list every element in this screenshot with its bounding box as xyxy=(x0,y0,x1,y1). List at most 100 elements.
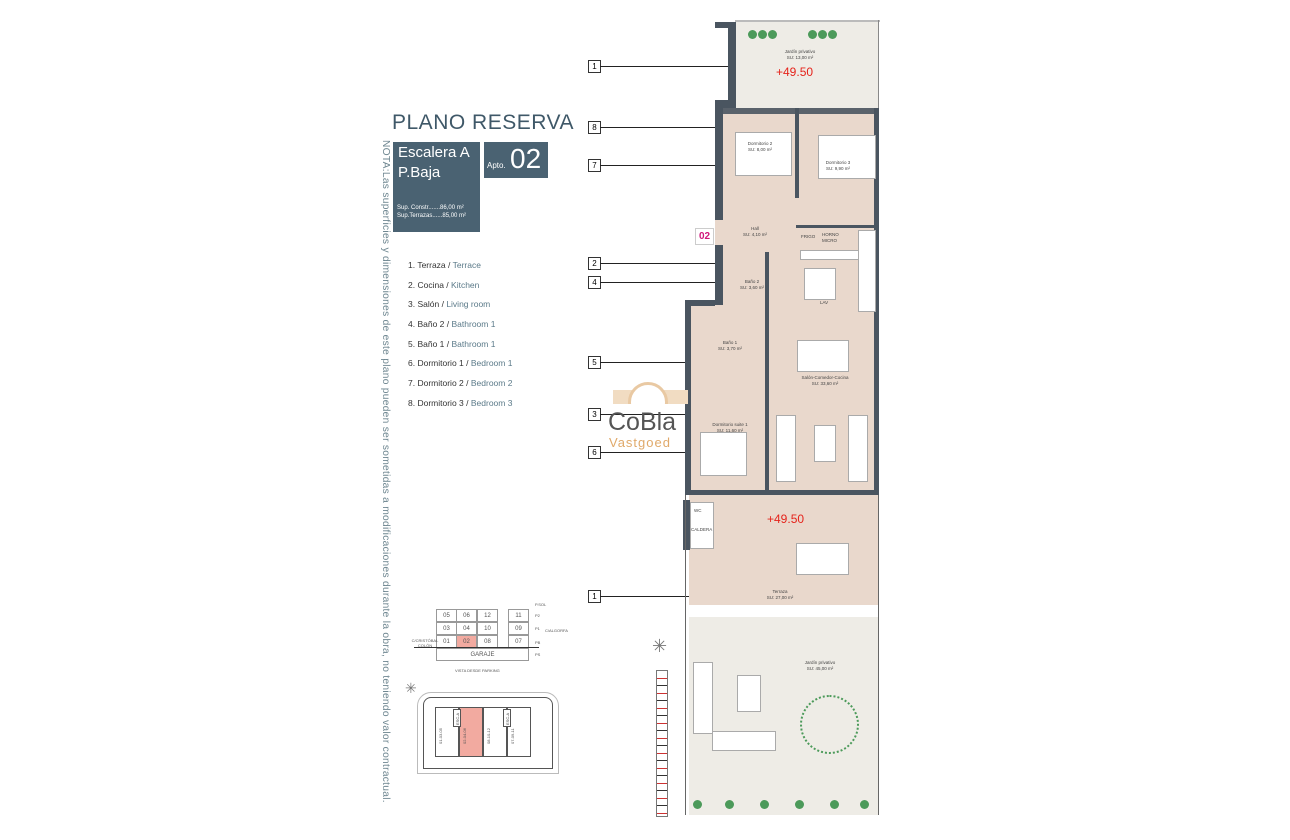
shrub-icon xyxy=(795,800,804,809)
compass-icon: ✳ xyxy=(652,636,668,656)
callout-5: 5 xyxy=(588,356,601,369)
legend-num: 6. xyxy=(408,358,416,369)
stair-box: ESC-A xyxy=(453,709,461,727)
legend-es: Dormitorio 2 xyxy=(417,378,464,389)
callout-line xyxy=(600,596,760,597)
level-label: P2 xyxy=(535,613,540,618)
legend-item: 7. Dormitorio 2 / Bedroom 2 xyxy=(408,378,513,389)
unit-cell: 12 xyxy=(477,609,498,622)
unit-cell: 04 xyxy=(456,622,477,635)
bano1-name: Baño 1 xyxy=(722,340,738,345)
dorm2-name: Dormitorio 2 xyxy=(747,141,773,146)
bano2-name: Baño 2 xyxy=(744,279,760,284)
dorm3-area: SU: 9,90 m² xyxy=(825,166,850,171)
wc-label: WC xyxy=(694,508,702,513)
site-block-label: 07-09-11 xyxy=(510,728,515,744)
dorm3-name: Dormitorio 3 xyxy=(825,160,851,165)
shrub-icon xyxy=(818,30,827,39)
garage-cell: GARAJE xyxy=(436,648,529,661)
shrub-icon xyxy=(760,800,769,809)
site-block: 07-09-11 xyxy=(507,707,531,757)
legend-item: 3. Salón / Living room xyxy=(408,299,491,310)
salon-area: SU: 33,60 m² xyxy=(811,381,839,386)
boiler-label: CALDERA xyxy=(691,527,713,532)
disclaimer-note: NOTA:Las superficies y dimensiones de es… xyxy=(380,140,391,803)
oven-label: HORNO MICRO xyxy=(822,232,839,243)
legend-item: 2. Cocina / Kitchen xyxy=(408,279,480,290)
stair-box: ESC-A xyxy=(503,709,511,727)
site-block-label: 08-10-12 xyxy=(486,727,491,744)
apartment-box: Apto. 02 xyxy=(484,142,548,178)
compass-icon: ✳ xyxy=(405,680,417,696)
callout-2: 2 xyxy=(588,257,601,270)
building-caption: VISTA DESDE PARKING xyxy=(455,668,500,673)
jardin-top-area: SU: 13,00 m² xyxy=(786,55,814,60)
level-top: +49.50 xyxy=(776,65,814,79)
legend-item: 1. Terraza / Terrace xyxy=(408,260,481,270)
salon-name: Salón-Comedor-Cocina xyxy=(801,375,849,380)
legend-es: Dormitorio 3 xyxy=(417,397,464,408)
hall-name: Hall xyxy=(751,226,759,231)
legend-en: Kitchen xyxy=(451,279,480,290)
legend-en: Terrace xyxy=(452,260,481,270)
bano1-area: SU: 3,70 m² xyxy=(717,346,742,351)
site-block: 02-04-06 xyxy=(459,707,483,757)
shrub-icon xyxy=(828,30,837,39)
callout-line xyxy=(600,127,800,128)
legend-en: Living room xyxy=(446,299,491,310)
legend-es: Baño 1 xyxy=(417,338,445,349)
building-street-right: C/ALGORFA xyxy=(545,628,568,633)
legend-es: Salón xyxy=(417,299,440,310)
apto-label: Apto. xyxy=(487,161,506,170)
unit-cell: 09 xyxy=(508,622,529,635)
unit-cell: 10 xyxy=(477,622,498,635)
page-title: PLANO RESERVA xyxy=(392,111,574,134)
info-box: Escalera A P.Baja Sup. Constr.......86,0… xyxy=(393,142,480,232)
level-label: PB xyxy=(535,640,541,645)
legend-item: 8. Dormitorio 3 / Bedroom 3 xyxy=(408,397,513,408)
entry-label: 02 xyxy=(695,228,714,245)
legend-es: Dormitorio 1 xyxy=(417,358,464,369)
terraza-area: SU: 27,00 m² xyxy=(766,595,794,600)
shrub-icon xyxy=(808,30,817,39)
unit-cell: 05 xyxy=(436,609,457,622)
legend-en: Bathroom 1 xyxy=(451,319,496,330)
dorm1-area: SU: 11,60 m² xyxy=(716,428,744,433)
legend-es: Terraza xyxy=(417,260,446,270)
logo-brand: CoBla xyxy=(608,408,677,436)
logo-sub: Vastgoed xyxy=(609,435,671,450)
hall-area: SU: 4,10 m² xyxy=(742,232,767,237)
legend-es: Baño 2 xyxy=(417,319,445,330)
shrub-icon xyxy=(758,30,767,39)
level-terrace: +49.50 xyxy=(767,512,805,526)
legend-en: Bedroom 1 xyxy=(470,358,513,369)
callout-line xyxy=(600,66,760,67)
building-street-left: C/CRISTÓBAL COLÓN xyxy=(411,638,439,648)
legend-item: 6. Dormitorio 1 / Bedroom 1 xyxy=(408,358,513,369)
bano2-area: SU: 3,60 m² xyxy=(739,285,764,290)
jardin-bottom-name: Jardín privativo xyxy=(804,660,836,665)
legend-en: Bedroom 3 xyxy=(470,397,513,408)
site-stair-label: ESC-A xyxy=(505,712,510,725)
legend-item: 4. Baño 2 / Bathroom 1 xyxy=(408,319,496,330)
legend-num: 3. xyxy=(408,299,416,310)
terraza-name: Terraza xyxy=(772,589,788,594)
unit-cell: 06 xyxy=(456,609,477,622)
sup-terrazas: Sup.Terrazas......85,00 m² xyxy=(397,213,467,219)
legend-item: 5. Baño 1 / Bathroom 1 xyxy=(408,338,496,349)
shrub-icon xyxy=(693,800,702,809)
logo: CoBla Vastgoed xyxy=(608,382,688,453)
shrub-icon xyxy=(748,30,757,39)
jardin-top-name: Jardín privativo xyxy=(784,49,816,54)
room-legend: 1. Terraza / Terrace 2. Cocina / Kitchen 3… xyxy=(408,260,512,418)
legend-num: 1. xyxy=(408,260,416,270)
dorm1-name: Dormitorio suite 1 xyxy=(712,422,748,427)
callout-line xyxy=(600,282,760,283)
stair-label: Escalera A xyxy=(398,144,470,161)
jardin-bottom-area: SU: 45,00 m² xyxy=(806,666,834,671)
legend-num: 5. xyxy=(408,338,416,349)
dorm2-area: SU: 8,00 m² xyxy=(747,147,772,152)
legend-num: 2. xyxy=(408,279,416,290)
